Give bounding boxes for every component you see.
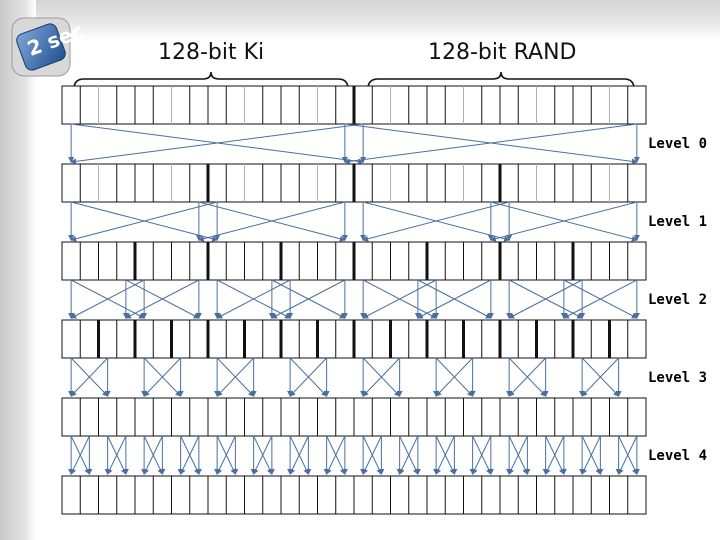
butterfly-arrow xyxy=(107,435,127,475)
left-band xyxy=(0,0,36,540)
butterfly-arrow xyxy=(216,357,254,397)
butterfly-arrow xyxy=(489,201,638,242)
butterfly-arrow xyxy=(435,357,473,397)
butterfly-arrow xyxy=(326,435,346,475)
butterfly-arrow xyxy=(508,357,546,397)
register-row-0 xyxy=(61,85,647,125)
butterfly-arrow xyxy=(399,435,419,475)
level-label-4: Level 4 xyxy=(648,448,708,464)
butterfly-arrow xyxy=(124,279,200,319)
butterfly-arrow xyxy=(362,357,400,397)
level-label-0: Level 0 xyxy=(648,136,708,152)
logo-icon: 2 sec xyxy=(11,17,87,77)
butterfly-arrow xyxy=(581,357,619,397)
butterfly-arrow xyxy=(289,435,309,475)
butterfly-arrow xyxy=(143,357,181,397)
rand-label: 128-bit RAND xyxy=(428,40,577,65)
butterfly-arrow xyxy=(216,279,291,319)
butterfly-arrow xyxy=(362,201,510,242)
butterfly-arrow xyxy=(362,435,382,475)
butterfly-arrow xyxy=(416,279,492,319)
butterfly-arrow xyxy=(70,279,145,319)
register-row-5 xyxy=(61,475,647,515)
register-row-4 xyxy=(61,397,647,437)
rand-bracket xyxy=(367,71,635,90)
butterfly-arrow xyxy=(435,435,455,475)
level-label-2: Level 2 xyxy=(648,292,708,308)
header-band xyxy=(0,0,720,40)
butterfly-arrow xyxy=(545,435,565,475)
ki-bracket xyxy=(73,71,349,90)
butterfly-arrow xyxy=(70,435,90,475)
butterfly-arrow xyxy=(180,435,200,475)
level-label-1: Level 1 xyxy=(648,214,708,230)
register-row-1 xyxy=(61,163,647,203)
butterfly-arrow xyxy=(562,279,638,319)
butterfly-arrow xyxy=(472,435,492,475)
butterfly-arrow xyxy=(143,435,163,475)
butterfly-arrow xyxy=(508,279,583,319)
level-label-3: Level 3 xyxy=(648,370,708,386)
butterfly-arrow xyxy=(618,435,638,475)
butterfly-arrow xyxy=(581,435,601,475)
register-row-2 xyxy=(61,241,647,281)
butterfly-arrow xyxy=(70,123,364,165)
butterfly-arrow xyxy=(253,435,273,475)
butterfly-arrow xyxy=(70,201,218,242)
butterfly-arrow xyxy=(216,435,236,475)
butterfly-arrow xyxy=(343,123,637,165)
butterfly-arrow xyxy=(70,357,108,397)
butterfly-arrow xyxy=(362,279,437,319)
butterfly-arrow xyxy=(289,357,327,397)
butterfly-arrow xyxy=(508,435,528,475)
ki-label: 128-bit Ki xyxy=(158,40,265,65)
butterfly-arrow xyxy=(197,201,346,242)
register-row-3 xyxy=(61,319,647,359)
butterfly-arrow xyxy=(270,279,346,319)
